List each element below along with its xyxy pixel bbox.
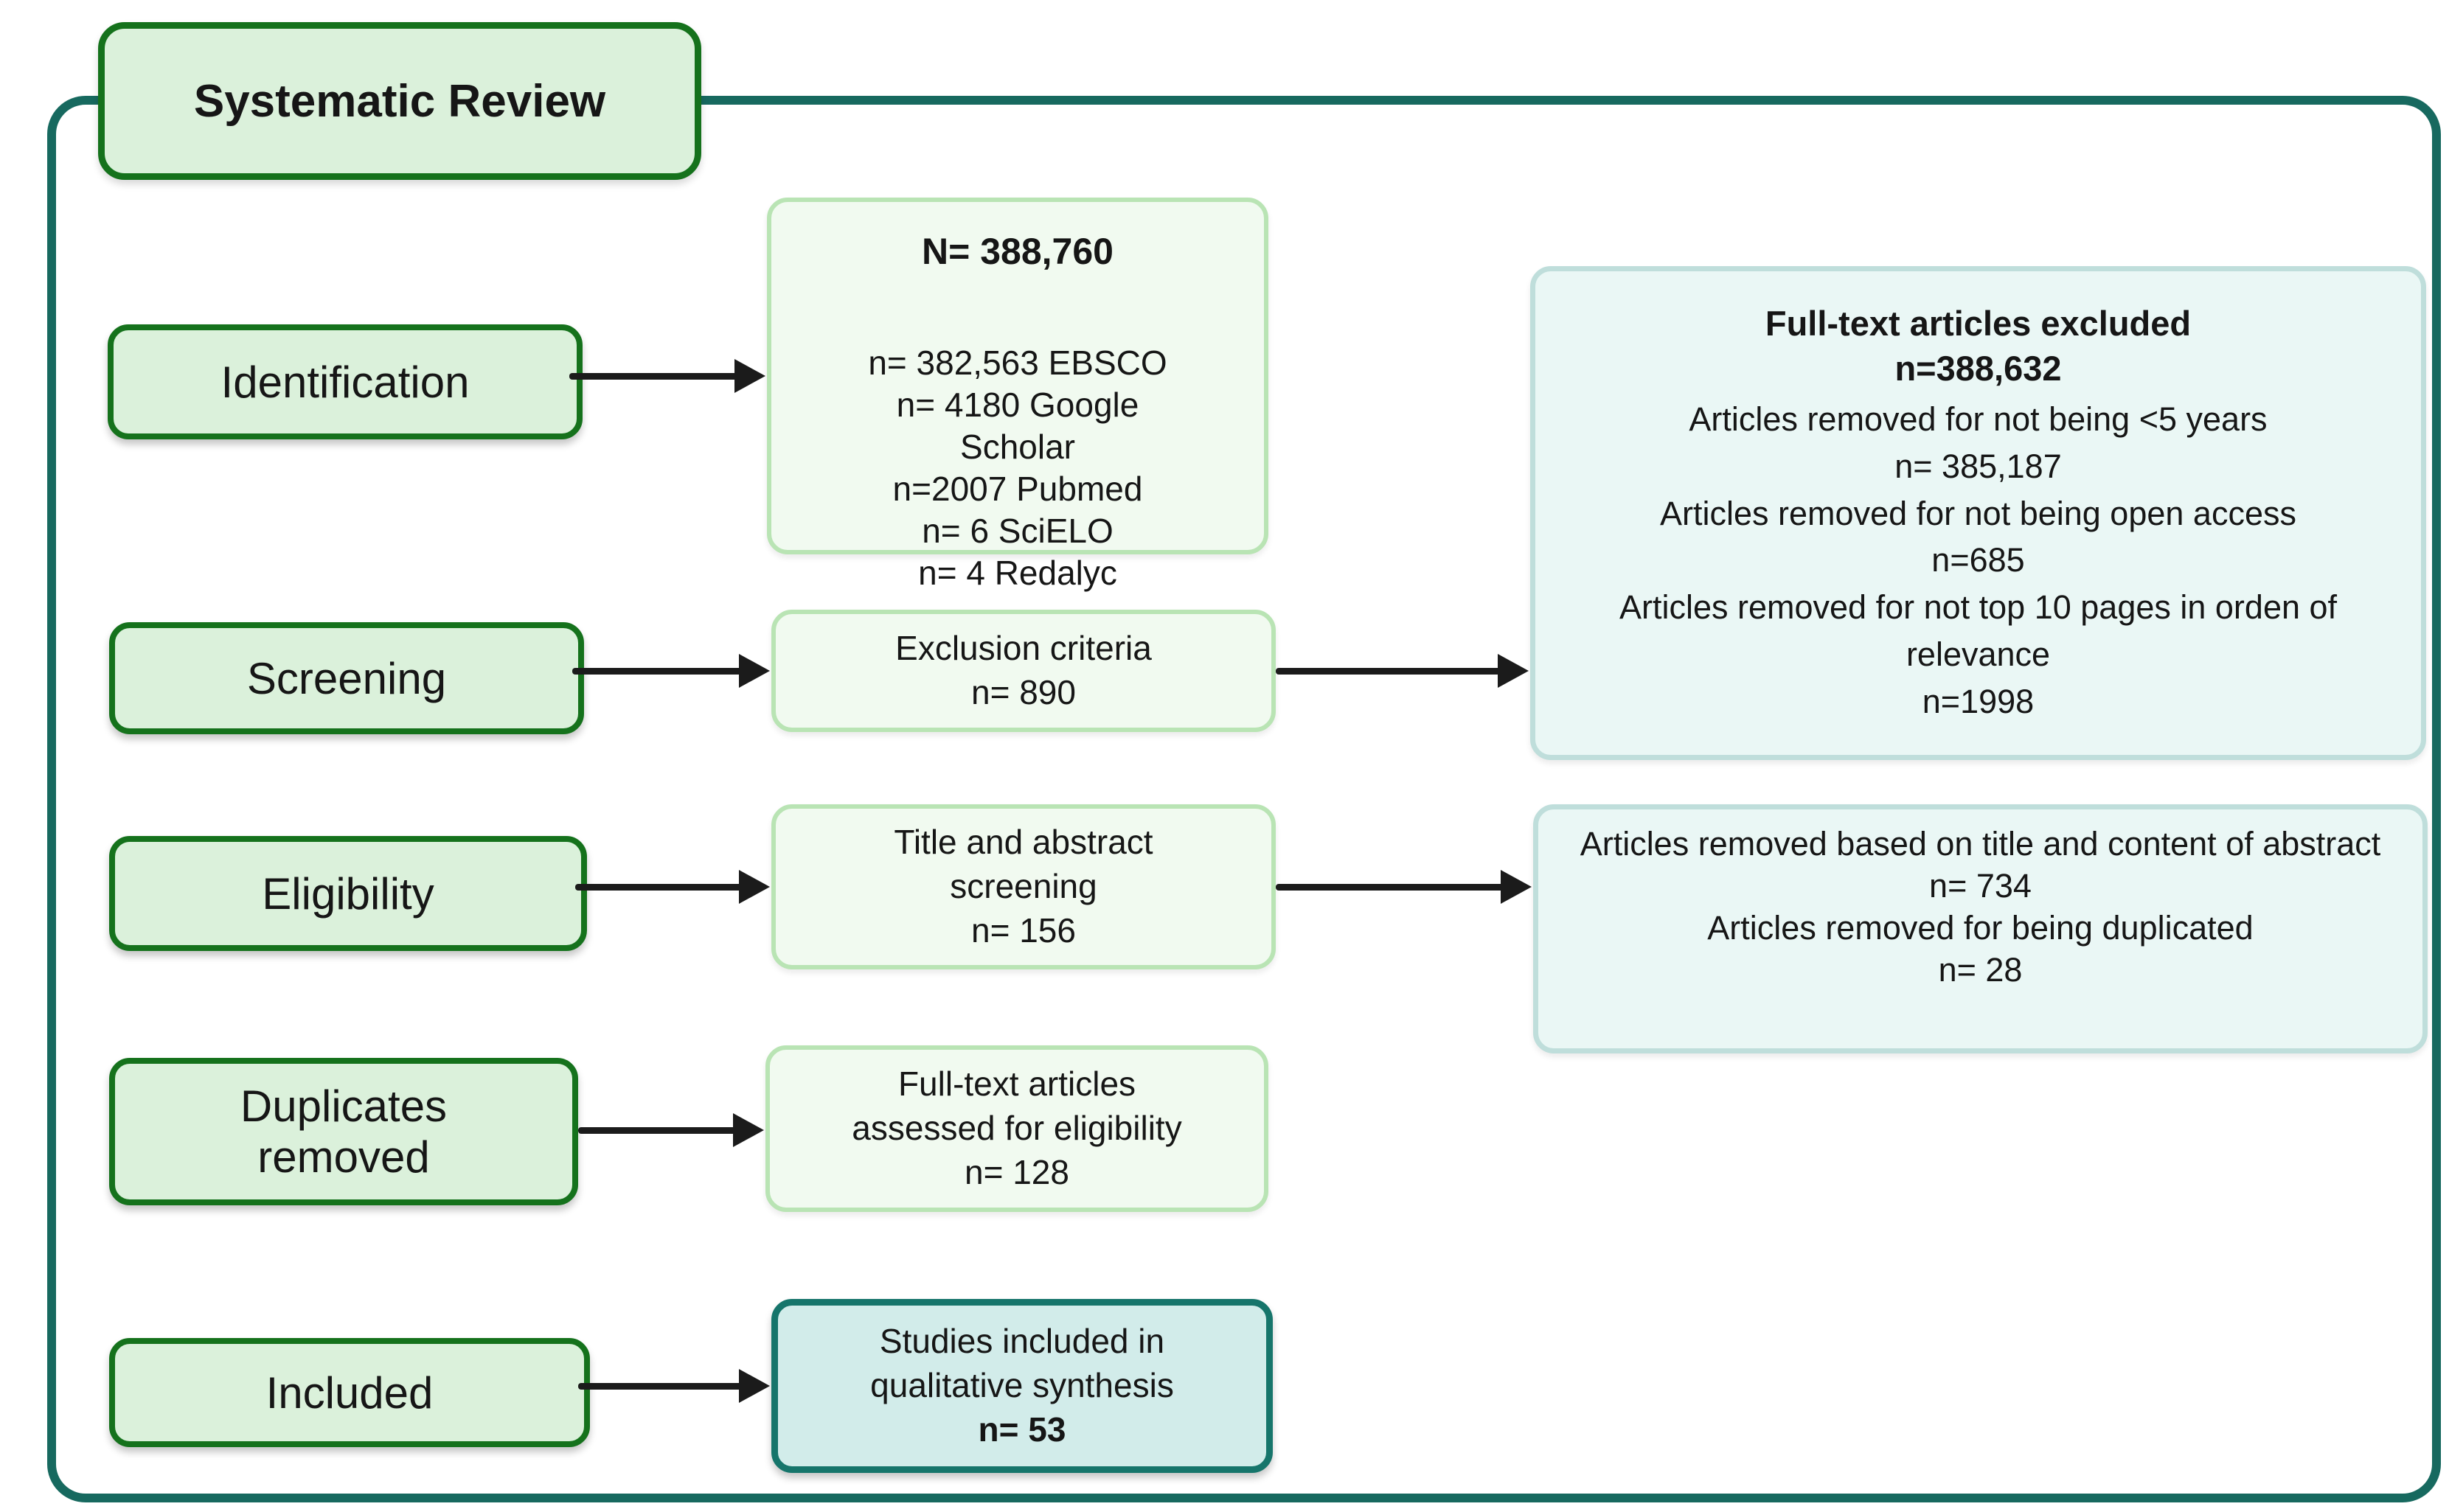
box-title-abstract-screening: Title and abstract screening n= 156 (771, 804, 1276, 969)
text-line: Articles removed for not being open acce… (1660, 494, 2296, 532)
stage-label: Included (265, 1368, 434, 1418)
text-line: n= 385,187 (1894, 447, 2062, 485)
stage-label: Identification (220, 357, 470, 407)
text-line: n= 28 (1938, 951, 2023, 989)
box-exclusion-criteria: Exclusion criteria n= 890 (771, 610, 1276, 732)
text-line: Studies included in qualitative synthesi… (870, 1322, 1174, 1405)
arrow-right-icon (739, 654, 770, 688)
arrow-shaft (1276, 884, 1505, 891)
text-line: Articles removed for being duplicated (1707, 909, 2254, 947)
text-line: n= 4 Redalyc (918, 554, 1117, 593)
box-title-abstract-removed: Articles removed based on title and cont… (1533, 804, 2428, 1053)
stage-box-identification: Identification (108, 324, 583, 439)
arrow-shaft (1276, 668, 1502, 675)
stage-label: Screening (246, 653, 447, 703)
stage-box-duplicates-removed: Duplicates removed (109, 1058, 578, 1205)
text-line: n= 890 (971, 673, 1076, 711)
arrow-screening-to-removed (1276, 869, 1532, 905)
text-line: n= 156 (971, 910, 1076, 950)
arrow-identification-to-records (569, 358, 765, 394)
arrow-included-to-studies (578, 1368, 770, 1404)
stage-label: Eligibility (262, 868, 434, 919)
text-line: n= 4180 Google Scholar (896, 386, 1139, 467)
arrow-right-icon (733, 1113, 764, 1147)
text-line: Full-text articles assessed for eligibil… (852, 1065, 1182, 1148)
arrow-right-icon (739, 870, 770, 904)
arrow-right-icon (734, 359, 765, 393)
stage-box-eligibility: Eligibility (109, 836, 587, 951)
box-studies-included: Studies included in qualitative synthesi… (771, 1299, 1273, 1473)
arrow-shaft (569, 373, 739, 380)
arrow-right-icon (739, 1369, 770, 1403)
arrow-duplicates-to-assessed (578, 1112, 764, 1148)
stage-label: Duplicates removed (240, 1081, 448, 1182)
included-count: n= 53 (978, 1410, 1066, 1449)
arrow-eligibility-to-screening (575, 869, 770, 905)
text-line: n= 128 (965, 1152, 1069, 1191)
records-total: N= 388,760 (922, 231, 1114, 272)
arrow-shaft (578, 1383, 743, 1390)
arrow-shaft (578, 1127, 737, 1134)
arrow-exclusion-to-excluded (1276, 653, 1529, 689)
text-line: Articles removed for not being <5 years (1689, 400, 2268, 438)
text-line: Articles removed for not top 10 pages in… (1619, 588, 2338, 674)
text-line: n= 382,563 EBSCO (868, 344, 1167, 382)
text-line: n=1998 (1922, 683, 2035, 721)
text-line: n= 734 (1929, 867, 2032, 905)
stage-box-included: Included (109, 1338, 590, 1447)
box-identified-records: N= 388,760 n= 382,563 EBSCO n= 4180 Goog… (767, 198, 1268, 592)
arrow-right-icon (1501, 870, 1532, 904)
arrow-right-icon (1498, 654, 1529, 688)
arrow-shaft (572, 668, 743, 675)
diagram-title: Systematic Review (193, 75, 606, 127)
title-box: Systematic Review (98, 22, 701, 180)
text-line: Articles removed based on title and cont… (1580, 825, 2381, 863)
excluded-header: Full-text articles excluded (1765, 304, 2192, 343)
arrow-screening-to-exclusion (572, 653, 770, 689)
text-line: n= 6 SciELO (922, 512, 1114, 551)
text-line: Exclusion criteria (895, 629, 1152, 668)
stage-box-screening: Screening (109, 622, 584, 734)
box-fulltext-assessed: Full-text articles assessed for eligibil… (765, 1045, 1268, 1212)
text-line: n=2007 Pubmed (892, 470, 1143, 509)
text-line: Title and abstract screening (894, 823, 1153, 906)
box-fulltext-excluded: Full-text articles excluded n=388,632 Ar… (1530, 266, 2426, 760)
text-line: n=685 (1931, 541, 2025, 579)
arrow-shaft (575, 884, 743, 891)
excluded-count: n=388,632 (1894, 349, 2062, 389)
